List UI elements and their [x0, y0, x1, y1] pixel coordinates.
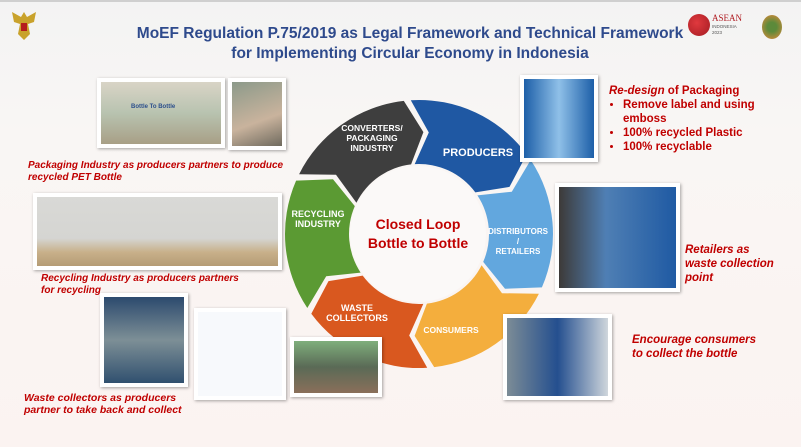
redesign-packaging-text: Re-design of Packaging Remove label and …: [609, 84, 779, 154]
redesign-title-italic: Re-design: [609, 85, 665, 97]
segment-label-distributors: DISTRIBUTORS/RETAILERS: [488, 227, 548, 256]
page-title: MoEF Regulation P.75/2019 as Legal Frame…: [90, 24, 730, 64]
redesign-title-rest: of Packaging: [664, 85, 740, 97]
waste-caption: Waste collectors as producers partner to…: [24, 392, 182, 416]
retailer-collection-machine-photo: [555, 183, 680, 292]
sign-text: Bottle To Bottle: [131, 104, 176, 110]
producers-bottle-photo: [520, 75, 598, 162]
asean-indonesia-2023-logo: ASEAN INDONESIA 2023: [688, 12, 744, 42]
ministry-environment-forestry-logo: [762, 15, 782, 39]
cycle-segment-recycling: [285, 179, 361, 308]
cycle-segment-waste-collectors: [311, 275, 428, 369]
bottle-to-bottle-sign-photo: Bottle To Bottle: [97, 78, 225, 148]
retailers-caption: Retailers as waste collection point: [685, 244, 774, 284]
center-line-1: Closed Loop: [375, 216, 461, 232]
cycle-segment-producers: [410, 99, 527, 193]
redesign-bullet: 100% recycled Plastic: [623, 126, 779, 140]
segment-label-consumers: CONSUMERS: [423, 325, 479, 335]
segment-label-producers: PRODUCERS: [442, 147, 514, 159]
waste-station-photo: [100, 293, 188, 387]
packaging-caption: Packaging Industry as producers partners…: [28, 160, 284, 183]
title-line-1: MoEF Regulation P.75/2019 as Legal Frame…: [136, 25, 684, 42]
asean-year: 2023: [712, 30, 723, 35]
title-line-2: for Implementing Circular Economy in Ind…: [231, 45, 589, 62]
garuda-emblem-logo: [12, 12, 36, 40]
redesign-bullet: 100% recyclable: [623, 140, 779, 154]
recycling-caption: Recycling Industry as producers partners…: [41, 273, 239, 296]
asean-sub: INDONESIA: [712, 24, 737, 29]
consumer-collecting-bottle-photo: [503, 314, 612, 400]
waste-collectors-market-photo: [290, 337, 382, 397]
cycle-segment-consumers: [414, 265, 539, 368]
recycling-jars-photo: [33, 193, 282, 270]
cycle-segment-distributors: [477, 160, 553, 289]
consumers-caption: Encourage consumers to collect the bottl…: [632, 334, 756, 360]
top-border: [0, 0, 801, 2]
center-line-2: Bottle to Bottle: [367, 235, 469, 251]
asean-text: ASEAN: [712, 13, 743, 23]
cycle-segment-converters: [299, 100, 424, 203]
octopus-app-guide-photo: [194, 308, 286, 400]
redesign-bullet: Remove label and using emboss: [623, 98, 779, 126]
preform-hand-photo: [228, 78, 286, 150]
